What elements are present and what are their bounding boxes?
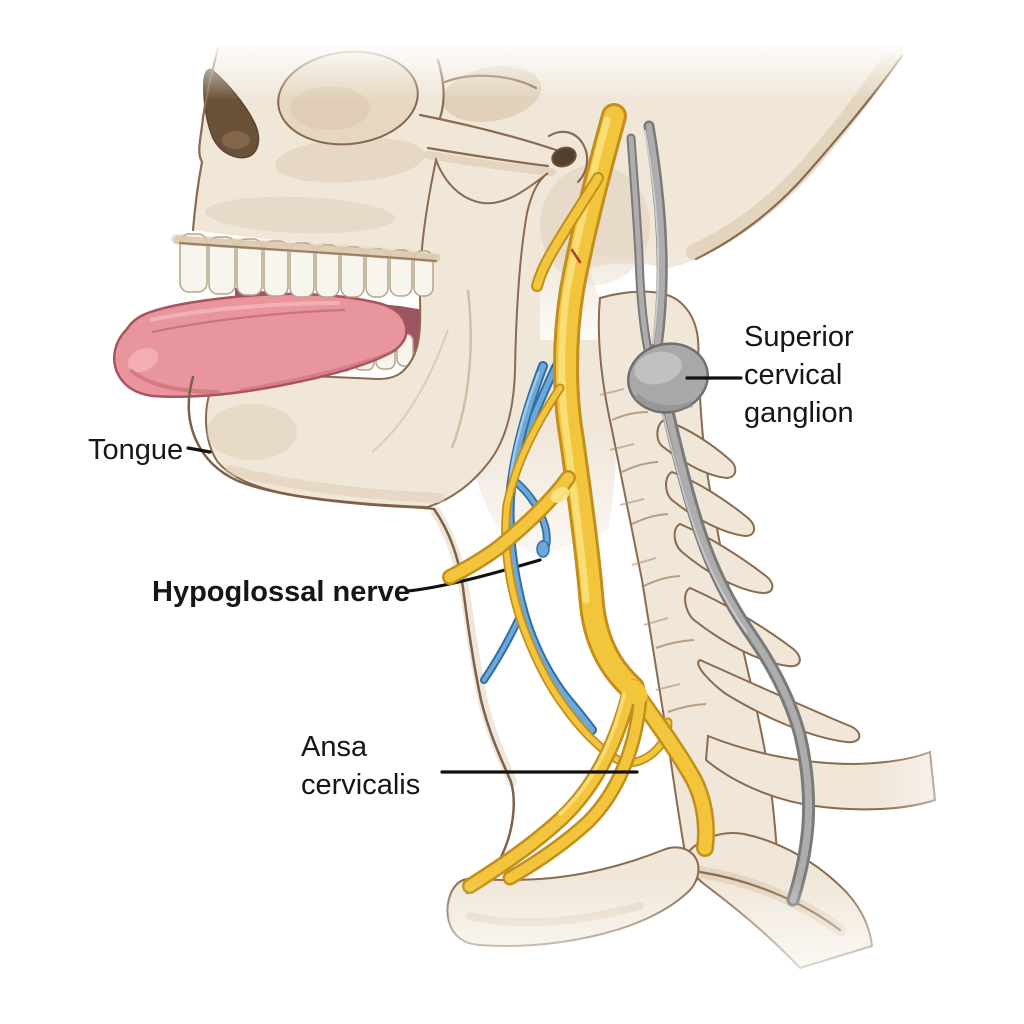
facet-joint-lines (611, 411, 707, 713)
annotations: Tongue Hypoglossal nerve Ansa cervicalis… (88, 321, 862, 801)
tongue-median-groove (151, 308, 346, 334)
ganglion-lower-shadow (634, 393, 694, 412)
zygomatic-arch-shadow (424, 151, 556, 176)
label-scg-line2: cervical (744, 359, 842, 391)
vein-main-core (506, 363, 595, 733)
upper-tooth (289, 242, 315, 298)
ganglion-highlight (634, 351, 682, 385)
vein-fork-core (482, 614, 522, 682)
label-ansa-cervicalis: Ansa cervicalis (301, 731, 420, 801)
label-hypoglossal-nerve: Hypoglossal nerve (152, 576, 410, 608)
hypoglossal-nerve-system (442, 103, 715, 894)
tongue-bottom-shadow (128, 368, 221, 394)
upper-gum-outline (178, 241, 438, 263)
vein-droplet (536, 540, 550, 558)
tongue-top-highlight (149, 301, 341, 322)
zygomatic-arch-lower-line (426, 146, 550, 168)
sympathetic-lower-core (664, 408, 813, 904)
nasal-inner-light (222, 131, 250, 149)
top-fade (0, 0, 1024, 100)
maxilla-shading (205, 196, 395, 234)
mouth-region (113, 156, 549, 509)
jaw-body-shading (225, 465, 445, 503)
oblique-line (371, 329, 449, 453)
tongue-tip-highlight (127, 347, 159, 373)
superior-cervical-ganglion (626, 342, 710, 414)
upper-teeth-row (179, 233, 434, 298)
sympathetic-upper-highlight (644, 129, 660, 345)
chin-neck-outline (187, 375, 515, 895)
upper-tooth (389, 249, 413, 297)
tongue-body (113, 292, 408, 399)
ear-canal (551, 146, 577, 168)
veins (480, 361, 597, 735)
nerve-trunk (556, 106, 642, 698)
upper-tooth (179, 233, 208, 293)
nerve-branch-posterior (625, 681, 713, 855)
label-scg-line1: Superior (744, 321, 854, 353)
leader-tongue (186, 446, 212, 454)
sympathetic-trunk (626, 120, 816, 907)
label-ansa-line1: Ansa (301, 731, 368, 763)
upper-tooth (236, 238, 263, 296)
neck-soft-tissue (187, 375, 517, 895)
upper-tooth (340, 246, 365, 298)
nerve-junction-blob (620, 679, 648, 705)
nerve-upper-branch (533, 174, 602, 290)
nerve-branch-anterior2 (505, 693, 645, 883)
label-tongue: Tongue (88, 434, 183, 466)
right-fade (880, 230, 1024, 920)
zygomatic-arch-upper-line (418, 113, 558, 152)
chin-shading (207, 404, 297, 460)
upper-gum-cover (173, 235, 441, 263)
artery-twig (570, 248, 582, 264)
disc-lines (599, 388, 681, 691)
cheek-shading (275, 137, 425, 183)
label-ansa-line2: cervicalis (301, 769, 420, 801)
masseter-ridge-line (450, 289, 472, 449)
sympathetic-lower-highlight (662, 413, 748, 634)
leader-hypoglossal-nerve (406, 558, 542, 593)
sympathetic-upper-right-core (646, 123, 666, 351)
upper-tooth (315, 244, 340, 298)
label-scg-line3: ganglion (744, 397, 854, 429)
tongue (113, 292, 408, 399)
sympathetic-upper-left-core (628, 135, 651, 353)
nerve-branch-anterior1 (464, 684, 636, 892)
label-superior-cervical-ganglion: Superior cervical ganglion (744, 321, 862, 429)
upper-tooth (208, 236, 236, 295)
nerve-junction-highlight (550, 487, 570, 503)
ear-rim-line (547, 130, 589, 184)
upper-tooth (413, 250, 434, 297)
upper-tooth (263, 240, 289, 297)
bottom-fade (0, 880, 1024, 1024)
tongue-edge-shadow (239, 350, 393, 392)
nerve-branch-highlight (558, 692, 626, 816)
